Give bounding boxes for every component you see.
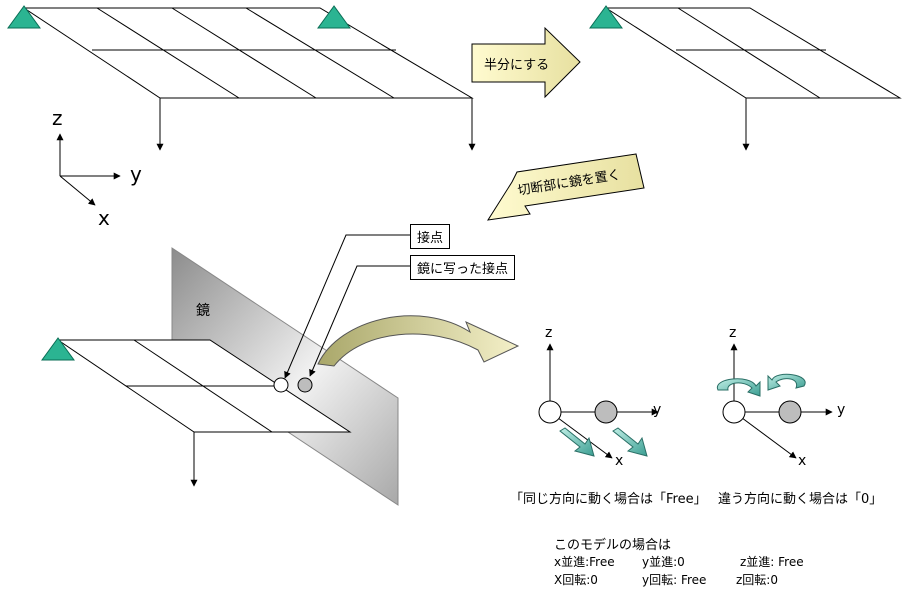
contact-leader-line: [284, 234, 410, 379]
half-arrow: [471, 26, 581, 99]
half-plate: [589, 5, 902, 151]
mirror-label: 鏡: [196, 303, 210, 319]
summary-y-rotation: y回転: Free: [642, 573, 707, 587]
global-axes: [56, 133, 121, 206]
panel-same-direction: [538, 343, 659, 459]
rotation-arrow-icon: [717, 378, 761, 397]
contact-point: [273, 377, 289, 393]
opposite-direction-caption: 違う方向に動く場合は「0」: [718, 492, 883, 507]
summary-x-rotation: X回転:0: [554, 573, 598, 587]
translation-arrow-icon: [559, 427, 595, 457]
support-triangle-icon: [317, 5, 351, 29]
summary-z-rotation: z回転:0: [736, 573, 778, 587]
summary-y-translation: y並進:0: [642, 555, 685, 569]
mirrored-contact-point: [297, 377, 313, 393]
curved-arrow: [317, 315, 520, 367]
axis-y-label: y: [130, 162, 142, 186]
summary-z-translation: z並進: Free: [740, 555, 804, 569]
support-triangle-icon: [41, 337, 75, 361]
same-direction-caption: 「同じ方向に動く場合は「Free」: [510, 492, 707, 507]
contact-callout: 接点: [410, 224, 451, 249]
support-triangle-icon: [7, 5, 41, 29]
summary-x-translation: x並進:Free: [554, 555, 615, 569]
panel2-x-label: x: [798, 453, 807, 469]
rotation-arrow-icon: [767, 373, 806, 391]
translation-arrow-icon: [612, 427, 648, 457]
axis-z-label: z: [52, 106, 63, 130]
panel2-z-label: z: [729, 325, 737, 341]
support-triangle-icon: [589, 5, 623, 29]
mirrored-plate: [41, 337, 352, 487]
panel-opposite-direction: [717, 343, 833, 459]
axis-x-label: x: [98, 206, 110, 230]
mirror-arrow: [486, 153, 645, 221]
panel1-y-label: y: [653, 402, 662, 418]
full-plate: [7, 5, 476, 151]
mirrored-contact-leader-line: [309, 265, 410, 377]
half-arrow-label: 半分にする: [484, 58, 550, 73]
panel1-x-label: x: [615, 453, 624, 469]
mirrored-contact-callout: 鏡に写った接点: [410, 255, 516, 280]
model-summary-title: このモデルの場合は: [554, 538, 672, 553]
panel2-y-label: y: [837, 402, 846, 418]
panel1-z-label: z: [545, 325, 553, 341]
